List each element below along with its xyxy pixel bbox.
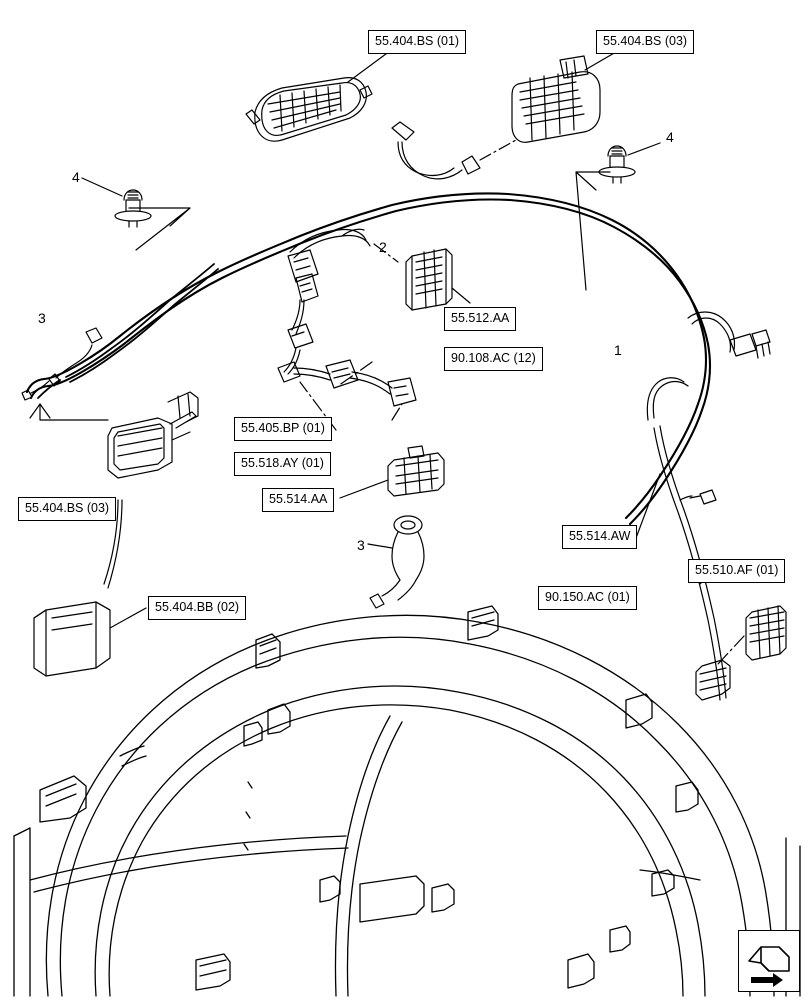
callout-label: 55.404.BS (03) bbox=[603, 34, 688, 48]
callout-55-404-bs-03-top[interactable]: 55.404.BS (03) bbox=[596, 30, 695, 54]
callout-55-404-bs-03-left[interactable]: 55.404.BS (03) bbox=[18, 497, 117, 521]
callout-label: 55.518.AY (01) bbox=[241, 456, 324, 470]
item-number-text: 4 bbox=[72, 169, 80, 185]
callout-label: 55.405.BP (01) bbox=[241, 421, 325, 435]
roof-clip-left-leader bbox=[81, 177, 191, 251]
center-cluster-leaders bbox=[299, 243, 403, 431]
roof-clip-right-leader bbox=[575, 142, 661, 291]
callout-label: 55.514.AA bbox=[269, 492, 328, 506]
junction-box bbox=[33, 601, 111, 677]
roof-console-module bbox=[405, 248, 453, 311]
callout-label: 90.108.AC (12) bbox=[451, 351, 536, 365]
roof-antenna-base bbox=[369, 515, 425, 609]
right-ground-strap bbox=[646, 377, 727, 701]
roof-sensor-module bbox=[387, 445, 445, 497]
item-number-text: 1 bbox=[614, 342, 622, 358]
front-work-lamp-assembly bbox=[245, 77, 373, 142]
callout-label: 55.404.BB (02) bbox=[155, 600, 240, 614]
item-number-4-right: 4 bbox=[666, 130, 674, 144]
callout-90-108-ac-12[interactable]: 90.108.AC (12) bbox=[444, 347, 543, 371]
item-number-text: 3 bbox=[38, 310, 46, 326]
callout-55-518-ay-01[interactable]: 55.518.AY (01) bbox=[234, 452, 331, 476]
lamp-harness-lead bbox=[391, 121, 517, 180]
lower-right-clip bbox=[695, 659, 731, 701]
item-number-text: 4 bbox=[666, 129, 674, 145]
right-harness-terminal bbox=[687, 311, 771, 359]
left-lamp-leader bbox=[29, 403, 123, 589]
callout-label: 55.514.AW bbox=[569, 529, 631, 543]
callout-55-405-bp-01[interactable]: 55.405.BP (01) bbox=[234, 417, 332, 441]
callout-55-514-aw[interactable]: 55.514.AW bbox=[562, 525, 638, 549]
left-branch-cable bbox=[37, 263, 219, 399]
item-number-text: 3 bbox=[357, 537, 365, 553]
roof-sensor-leader bbox=[339, 479, 389, 499]
callout-55-404-bs-01[interactable]: 55.404.BS (01) bbox=[368, 30, 467, 54]
ground-strap-leader bbox=[635, 473, 661, 539]
item-number-3-upper: 3 bbox=[38, 311, 46, 325]
roof-console-leader bbox=[451, 287, 471, 304]
left-lamp-bracket bbox=[167, 391, 199, 423]
callout-90-150-ac-01[interactable]: 90.150.AC (01) bbox=[538, 586, 637, 610]
callout-55-404-bb-02[interactable]: 55.404.BB (02) bbox=[148, 596, 247, 620]
antenna-leader bbox=[367, 543, 393, 549]
lower-right-connector bbox=[745, 605, 787, 661]
callout-label: 55.512.AA bbox=[451, 311, 510, 325]
lower-right-leader bbox=[717, 635, 745, 665]
orientation-arrow-logo bbox=[738, 930, 800, 992]
main-harness-cable bbox=[25, 192, 712, 526]
callout-label: 55.510.AF (01) bbox=[695, 563, 779, 577]
left-lamp-unit bbox=[107, 411, 197, 479]
callout-label: 55.404.BS (01) bbox=[375, 34, 460, 48]
item-number-4-left: 4 bbox=[72, 170, 80, 184]
callout-label: 55.404.BS (03) bbox=[25, 501, 110, 515]
cab-frame bbox=[13, 605, 801, 997]
mid-right-connector bbox=[679, 489, 717, 505]
pigtail-connector-left bbox=[21, 327, 103, 401]
item-number-2: 2 bbox=[379, 240, 387, 254]
callout-55-512-aa[interactable]: 55.512.AA bbox=[444, 307, 517, 331]
roof-clip-right bbox=[598, 145, 636, 184]
item-number-1: 1 bbox=[614, 343, 622, 357]
item-number-text: 2 bbox=[379, 239, 387, 255]
callout-55-510-af-01[interactable]: 55.510.AF (01) bbox=[688, 559, 786, 583]
rear-lamp-assembly bbox=[511, 55, 601, 143]
harness-center-cluster bbox=[277, 228, 417, 407]
callout-55-514-aa[interactable]: 55.514.AA bbox=[262, 488, 335, 512]
callout-label: 90.150.AC (01) bbox=[545, 590, 630, 604]
item-number-3-lower: 3 bbox=[357, 538, 365, 552]
roof-clip-left bbox=[114, 189, 152, 228]
junction-box-leader bbox=[109, 607, 147, 629]
